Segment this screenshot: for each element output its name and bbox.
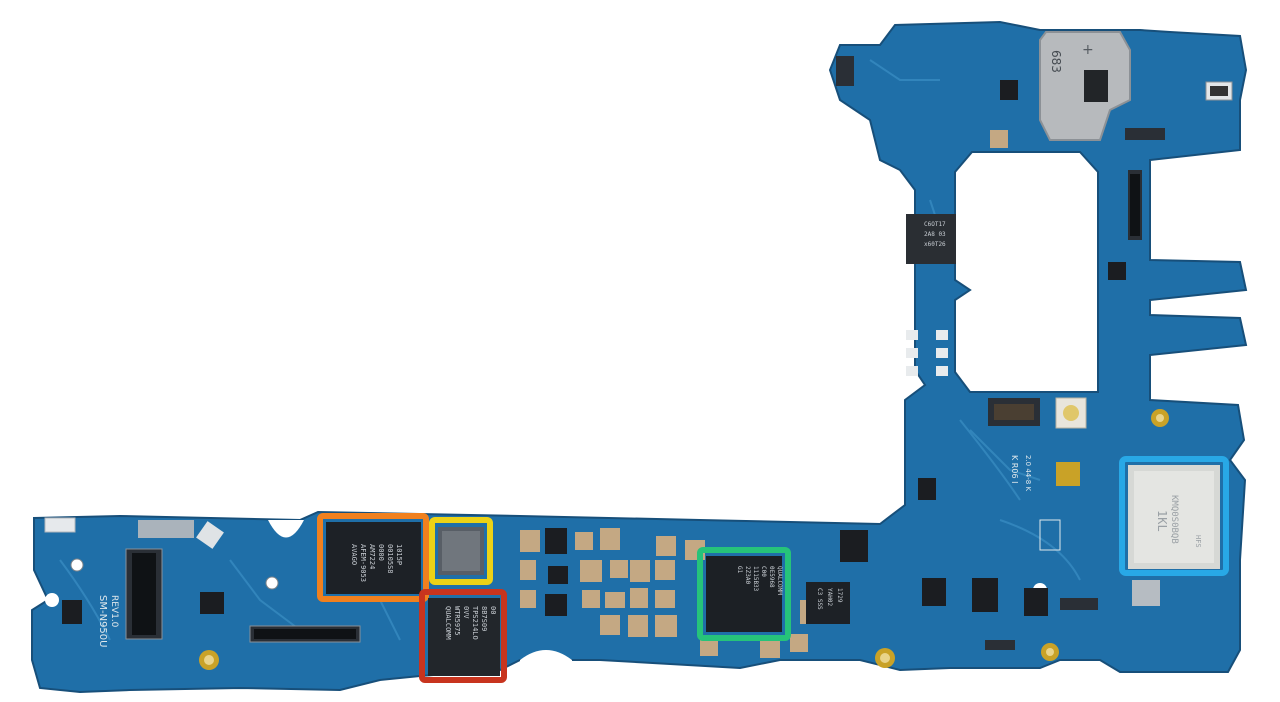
mid-chip-label-1: YAH02 [826,588,833,606]
memory-label-0: KMQ0S0BQB [1169,495,1179,544]
green-label-2: 1115B33 [752,566,759,592]
qualcomm-label-2: 0VV [462,606,470,619]
qualcomm-label-1: WTR5975 [453,606,461,636]
board-notch [268,520,304,538]
upper-chip-label-2: x60T26 [924,241,946,248]
board-window [954,151,1099,393]
board-notch [520,650,572,668]
light-blue-highlight [1119,456,1229,576]
left-silk-text: SM-N950U [97,595,108,647]
orange-highlight [317,513,429,602]
qualcomm-label-5: 00 [489,606,497,614]
upper-chip-label-1: 2A8 03 [924,231,946,238]
qualcomm-label-4: 8B7S09 [480,606,488,631]
green-highlight [697,547,791,641]
qualcomm-transceiver: QUALCOMM WTR5975 0VV TPS214LO 8B7S09 00 [428,598,500,676]
green-label-0: G1 [736,566,743,574]
avago-label-2: AM7224 [368,544,376,569]
mid-chip-label-0: C3 SSS [816,588,823,610]
avago-label-4: 00105S8 [386,544,394,574]
memory-module: KMQ0S0BQB 1KL HFS [1128,465,1220,569]
upper-chip-label-0: C6OT17 [924,221,946,228]
green-label-3: C00 [760,566,767,577]
avago-label-0: AVAGO [350,544,358,565]
green-label-4: 0E5968 [768,566,775,588]
date-silk-text: 2.0 44-8 K [1024,455,1032,491]
avago-chip: AVAGO AFEM-9053 AM7224 0000 00105S8 1015… [326,522,421,594]
mid-chip: C3 SSS YAH02 1729 [806,582,850,624]
camera-shield-text: 683 [1049,50,1063,73]
qualcomm-pmic: G1 2Z3A0 1115B33 C00 0E5968 QUALCOMM [706,556,783,632]
mid-chip-label-2: 1729 [836,588,843,603]
right-lower-components: K R06 I 2.0 44-8 K [918,455,1160,650]
mid-silk-text: K R06 I [1010,455,1019,483]
left-silk-text-2: REV1.0 [109,595,119,628]
yellow-highlight [429,517,493,585]
qualcomm-label-0: QUALCOMM [444,606,452,640]
left-components: SM-N950U REV1.0 [44,517,361,647]
red-highlight [419,589,507,683]
memory-label-2: HFS [1194,535,1202,548]
avago-label-5: 1015P [395,544,403,565]
avago-label-3: 0000 [377,544,385,561]
avago-label-1: AFEM-9053 [359,544,367,582]
upper-components: 683 + C6OT17 2A8 03 x60T26 [836,31,1233,429]
qualcomm-label-3: TPS214LO [471,606,479,640]
green-label-5: QUALCOMM [776,566,783,595]
small-rf-chip [438,527,484,575]
memory-label-1: 1KL [1155,510,1169,532]
plus-icon: + [1082,42,1094,58]
green-label-1: 2Z3A0 [744,566,751,584]
traces [59,59,1081,641]
